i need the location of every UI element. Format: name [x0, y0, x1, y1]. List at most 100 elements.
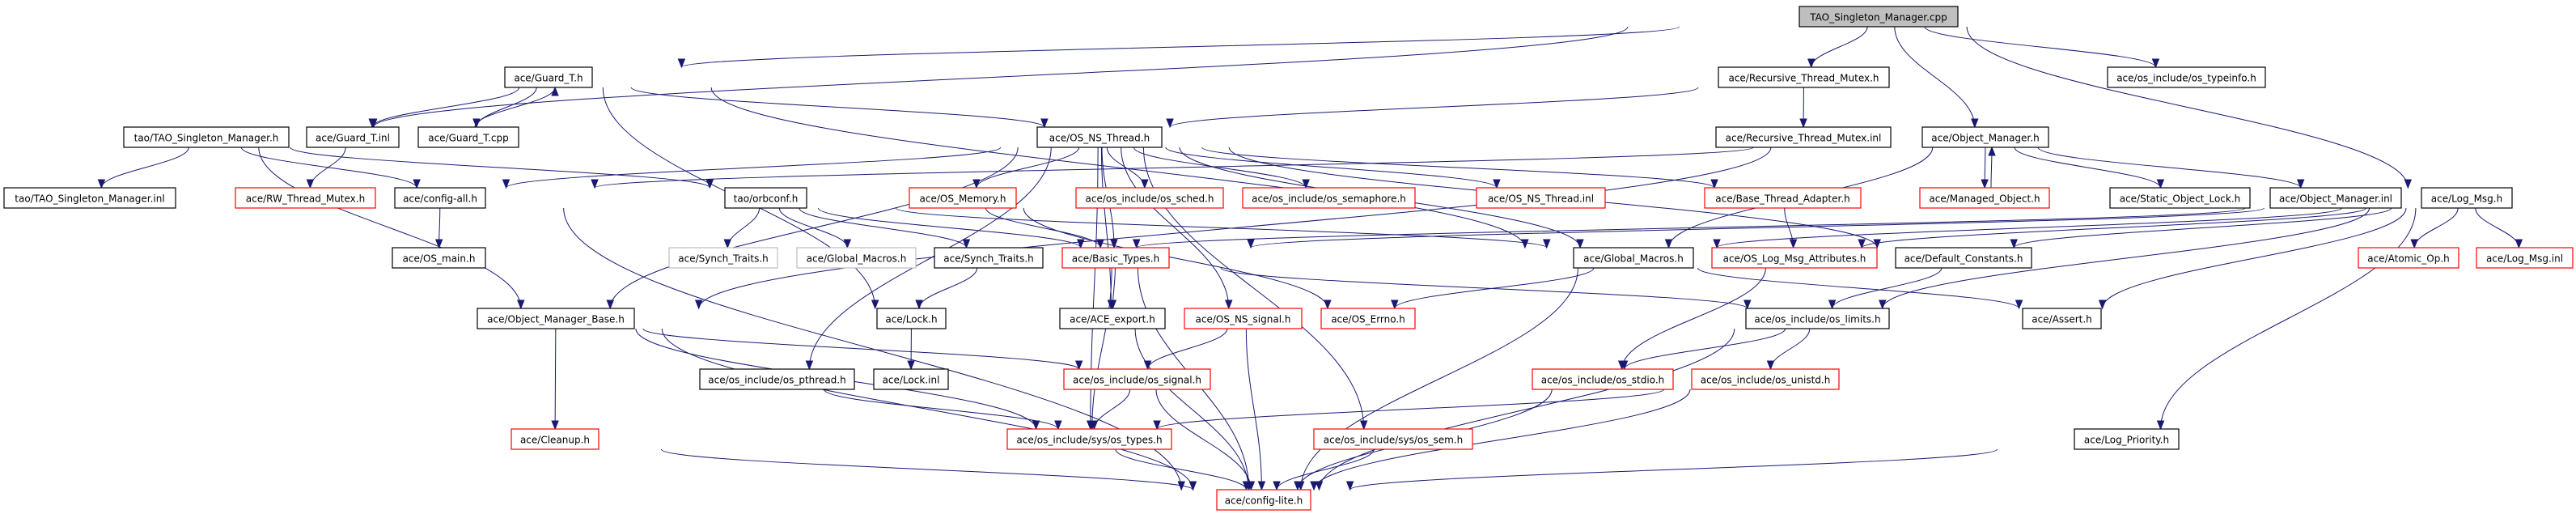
arrowhead-icon: [843, 239, 852, 249]
arrowhead-icon: [1981, 179, 1989, 189]
arrowhead-icon: [306, 179, 315, 189]
node-box: [1184, 308, 1303, 329]
edge-os_ns_thread_h-to-os_sched: [1106, 147, 1149, 189]
edge-line: [474, 87, 556, 128]
node-tao-sm-inl[interactable]: tao/TAO_Singleton_Manager.inl: [3, 187, 176, 209]
node-managed-object[interactable]: ace/Managed_Object.h: [1919, 187, 2050, 209]
node-os-memory[interactable]: ace/OS_Memory.h: [909, 187, 1017, 209]
node-synch-traits-gray[interactable]: ace/Synch_Traits.h: [668, 247, 778, 269]
node-log-msg-h[interactable]: ace/Log_Msg.h: [2421, 187, 2513, 209]
node-label: ace/Cleanup.h: [520, 435, 590, 446]
node-config-lite[interactable]: ace/config-lite.h: [1216, 489, 1311, 511]
node-os-unistd[interactable]: ace/os_include/os_unistd.h: [1691, 368, 1840, 390]
node-lock-inl[interactable]: ace/Lock.inl: [873, 368, 949, 390]
edge-log_msg_h-to-global_macros: [1713, 207, 2342, 249]
edge-orbconf-to-synch_traits_gray: [723, 207, 761, 249]
edge-guard_t_h-to-global_macros: [710, 87, 1529, 249]
node-os-signal[interactable]: ace/os_include/os_signal.h: [1063, 368, 1211, 390]
node-static-object-lock[interactable]: ace/Static_Object_Lock.h: [2109, 187, 2251, 209]
node-os-main[interactable]: ace/OS_main.h: [392, 247, 486, 269]
node-ace-export[interactable]: ace/ACE_export.h: [1059, 308, 1166, 329]
node-label: ace/Managed_Object.h: [1929, 193, 2040, 205]
node-os-errno[interactable]: ace/OS_Errno.h: [1320, 308, 1416, 329]
arrowhead-icon: [1302, 179, 1310, 189]
node-os-log-msg-attr[interactable]: ace/OS_Log_Msg_Attributes.h: [1711, 247, 1878, 269]
node-box: [1059, 308, 1166, 329]
edge-line: [918, 267, 978, 309]
node-box: [1573, 247, 1694, 269]
node-cleanup[interactable]: ace/Cleanup.h: [511, 428, 600, 450]
edge-log_msg_h-to-basic_types: [1247, 207, 2265, 249]
node-object-manager-base[interactable]: ace/Object_Manager_Base.h: [477, 308, 635, 329]
arrowhead-icon: [1664, 239, 1673, 249]
edge-log_msg_h-to-assert_h: [2098, 207, 2407, 310]
edge-line: [1155, 389, 1252, 491]
edge-root-to-rtm_h: [1807, 26, 1868, 69]
node-tao-sm-h[interactable]: tao/TAO_Singleton_Manager.h: [123, 126, 290, 148]
node-label: ace/Basic_Types.h: [1072, 253, 1159, 265]
node-sys-os-sem[interactable]: ace/os_include/sys/os_sem.h: [1313, 428, 1473, 450]
node-object-manager-h[interactable]: ace/Object_Manager.h: [1921, 126, 2049, 148]
node-atomic-op[interactable]: ace/Atomic_Op.h: [2358, 247, 2459, 269]
edge-os_signal-to-config_lite: [1155, 389, 1256, 491]
node-label: ace/os_include/sys/os_types.h: [1016, 435, 1162, 446]
node-guard-t-cpp[interactable]: ace/Guard_T.cpp: [417, 126, 519, 148]
edge-basic_types-to-ace_export: [1108, 267, 1117, 310]
node-assert-h[interactable]: ace/Assert.h: [2022, 308, 2102, 329]
node-box: [2421, 187, 2513, 209]
node-default-constants[interactable]: ace/Default_Constants.h: [1895, 247, 2032, 269]
node-box: [876, 308, 947, 329]
node-os-stdio[interactable]: ace/os_include/os_stdio.h: [1532, 368, 1674, 390]
node-log-priority[interactable]: ace/Log_Priority.h: [2074, 428, 2180, 450]
node-log-msg-inl[interactable]: ace/Log_Msg.inl: [2476, 247, 2574, 269]
arrowhead-icon: [2151, 58, 2160, 69]
node-guard-t-inl[interactable]: ace/Guard_T.inl: [306, 126, 400, 148]
node-os-sched[interactable]: ace/os_include/os_sched.h: [1075, 187, 1224, 209]
node-synch-traits[interactable]: ace/Synch_Traits.h: [934, 247, 1044, 269]
node-config-all[interactable]: ace/config-all.h: [394, 187, 486, 209]
node-os-typeinfo[interactable]: ace/os_include/os_typeinfo.h: [2107, 66, 2266, 88]
node-sys-os-types[interactable]: ace/os_include/sys/os_types.h: [1006, 428, 1172, 450]
node-rtm-h[interactable]: ace/Recursive_Thread_Mutex.h: [1718, 66, 1890, 88]
arrowhead-icon: [1242, 481, 1251, 491]
edge-tao_sm_h-to-config_all: [240, 147, 421, 189]
arrowhead-icon: [1799, 118, 1807, 129]
edge-line: [2475, 207, 2519, 249]
node-box: [1921, 126, 2049, 148]
node-orbconf[interactable]: tao/orbconf.h: [724, 187, 807, 209]
edge-line: [554, 328, 557, 430]
node-label: ace/Assert.h: [2032, 314, 2092, 325]
node-global-macros-gray[interactable]: ace/Global_Macros.h: [796, 247, 917, 269]
node-object-manager-inl[interactable]: ace/Object_Manager.inl: [2269, 187, 2402, 209]
node-os-pthread[interactable]: ace/os_include/os_pthread.h: [699, 368, 855, 390]
node-lock-h[interactable]: ace/Lock.h: [876, 308, 947, 329]
node-os-ns-thread-inl[interactable]: ace/OS_NS_Thread.inl: [1476, 187, 1606, 209]
node-os-limits[interactable]: ace/os_include/os_limits.h: [1745, 308, 1890, 329]
edge-line: [1201, 147, 1715, 189]
node-label: ace/Log_Priority.h: [2084, 435, 2169, 446]
node-os-ns-thread-h[interactable]: ace/OS_NS_Thread.h: [1036, 126, 1163, 148]
node-box: [668, 247, 778, 269]
edge-line: [2160, 207, 2417, 430]
node-box: [477, 308, 635, 329]
node-box: [3, 187, 176, 209]
arrowhead-icon: [2156, 179, 2165, 189]
node-label: ace/Lock.inl: [883, 375, 940, 386]
arrowhead-icon: [517, 299, 525, 310]
node-basic-types[interactable]: ace/Basic_Types.h: [1061, 247, 1170, 269]
node-rw-thread-mutex[interactable]: ace/RW_Thread_Mutex.h: [235, 187, 376, 209]
node-label: ace/OS_Log_Msg_Attributes.h: [1723, 253, 1866, 265]
node-label: ace/OS_NS_Thread.h: [1049, 133, 1150, 144]
node-guard-t-h[interactable]: ace/Guard_T.h: [504, 66, 593, 88]
node-global-macros[interactable]: ace/Global_Macros.h: [1573, 247, 1694, 269]
node-os-ns-signal[interactable]: ace/OS_NS_signal.h: [1184, 308, 1303, 329]
edge-line: [609, 147, 1019, 309]
node-os-semaphore[interactable]: ace/os_include/os_semaphore.h: [1242, 187, 1416, 209]
node-rtm-inl[interactable]: ace/Recursive_Thread_Mutex.inl: [1715, 126, 1892, 148]
node-box: [1895, 247, 2032, 269]
node-base-thread-adapter[interactable]: ace/Base_Thread_Adapter.h: [1704, 187, 1862, 209]
edge-line: [1861, 207, 2366, 249]
arrowhead-icon: [1074, 360, 1083, 371]
node-root[interactable]: TAO_Singleton_Manager.cpp: [1799, 6, 1959, 28]
arrowhead-icon: [1166, 118, 1174, 129]
